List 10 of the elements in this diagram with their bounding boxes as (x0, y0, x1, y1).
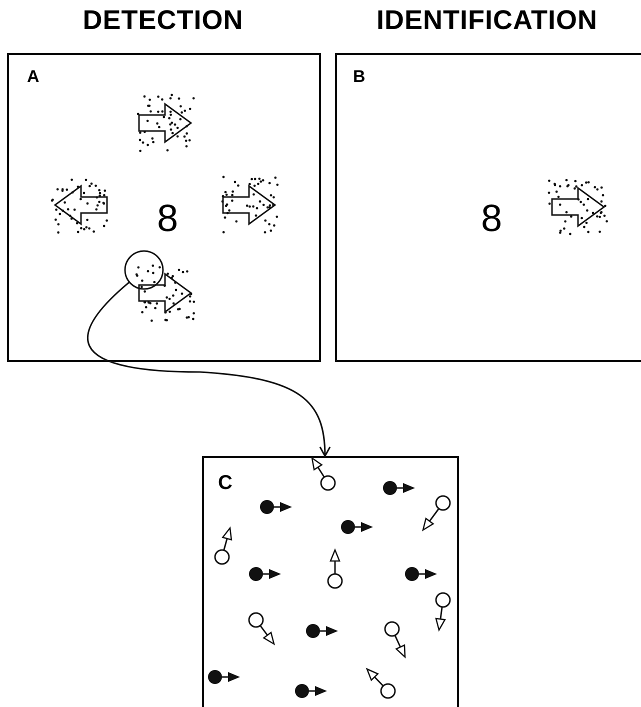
panel-heading: IDENTIFICATION (376, 5, 598, 36)
arrow (87, 282, 330, 457)
panel-letter: C (218, 472, 232, 495)
panel-letter: B (353, 67, 366, 87)
fixation-digit: 8 (481, 199, 502, 239)
dot-display-panel (202, 456, 459, 707)
fixation-digit: 8 (157, 199, 178, 239)
magnifier-circle (124, 250, 164, 290)
panel-letter: A (27, 67, 40, 87)
panel-heading: DETECTION (82, 5, 244, 36)
